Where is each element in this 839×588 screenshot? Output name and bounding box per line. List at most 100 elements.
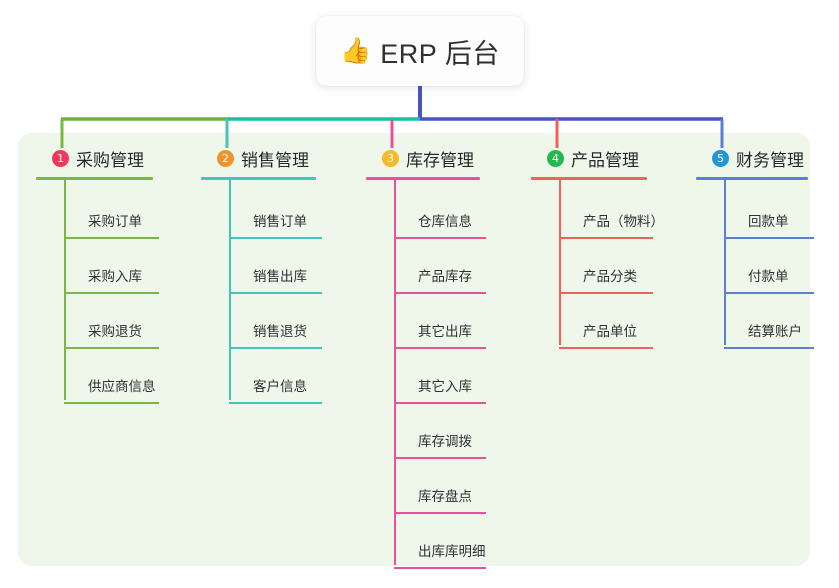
branch-header-3[interactable]: 3 库存管理 (366, 145, 516, 171)
leaf-item[interactable]: 采购退货 (64, 294, 191, 349)
branch-header-4[interactable]: 4 产品管理 (531, 145, 686, 171)
branch-1: 1 采购管理采购订单采购入库采购退货供应商信息 (36, 145, 191, 404)
leaf-underline (64, 402, 159, 404)
leaf-label: 采购入库 (88, 269, 142, 284)
leaf-label: 库存调拨 (418, 434, 472, 449)
leaf-item[interactable]: 出库库明细 (394, 514, 516, 569)
branch-title-5: 财务管理 (736, 150, 804, 170)
leaf-label: 采购订单 (88, 214, 142, 229)
leaf-item[interactable]: 仓库信息 (394, 184, 516, 239)
leaf-label: 客户信息 (253, 379, 307, 394)
diagram-panel (18, 133, 810, 566)
leaf-item[interactable]: 销售订单 (229, 184, 351, 239)
branch-header-2[interactable]: 2 销售管理 (201, 145, 351, 171)
branch-items-1: 采购订单采购入库采购退货供应商信息 (64, 180, 191, 404)
branch-header-1[interactable]: 1 采购管理 (36, 145, 191, 171)
branch-badge-4: 4 (547, 149, 564, 167)
branch-5: 5 财务管理回款单付款单结算账户 (696, 145, 836, 349)
leaf-underline (64, 347, 159, 349)
leaf-item[interactable]: 供应商信息 (64, 349, 191, 404)
branch-spine-3 (394, 180, 396, 565)
leaf-item[interactable]: 销售出库 (229, 239, 351, 294)
leaf-label: 其它出库 (418, 324, 472, 339)
leaf-item[interactable]: 采购入库 (64, 239, 191, 294)
branch-spine-2 (229, 180, 231, 400)
leaf-underline (394, 347, 486, 349)
leaf-label: 产品库存 (418, 269, 472, 284)
branch-spine-4 (559, 180, 561, 345)
leaf-label: 销售出库 (253, 269, 307, 284)
branch-title-4: 产品管理 (571, 150, 639, 170)
leaf-underline (229, 402, 322, 404)
leaf-label: 出库库明细 (418, 544, 486, 559)
leaf-label: 付款单 (748, 269, 789, 284)
leaf-label: 结算账户 (748, 324, 802, 339)
leaf-underline (559, 237, 653, 239)
leaf-underline (229, 237, 322, 239)
leaf-underline (394, 567, 486, 569)
branch-badge-3: 3 (382, 149, 399, 167)
leaf-underline (559, 347, 653, 349)
leaf-label: 其它入库 (418, 379, 472, 394)
leaf-underline (394, 512, 486, 514)
leaf-label: 销售退货 (253, 324, 307, 339)
leaf-label: 产品（物料） (583, 214, 664, 229)
branch-spine-5 (724, 180, 726, 345)
leaf-item[interactable]: 客户信息 (229, 349, 351, 404)
leaf-label: 采购退货 (88, 324, 142, 339)
branch-items-3: 仓库信息产品库存其它出库其它入库库存调拨库存盘点出库库明细 (394, 180, 516, 569)
branch-badge-1: 1 (52, 149, 69, 167)
leaf-item[interactable]: 其它出库 (394, 294, 516, 349)
leaf-underline (724, 347, 814, 349)
branch-underline-5 (696, 177, 808, 180)
leaf-item[interactable]: 库存盘点 (394, 459, 516, 514)
leaf-item[interactable]: 库存调拨 (394, 404, 516, 459)
leaf-label: 供应商信息 (88, 379, 156, 394)
root-node[interactable]: 👍 ERP 后台 (316, 16, 524, 86)
leaf-item[interactable]: 采购订单 (64, 184, 191, 239)
leaf-item[interactable]: 产品分类 (559, 239, 686, 294)
branch-items-4: 产品（物料） 产品分类产品单位 (559, 180, 686, 349)
page-title: ERP 后台 (380, 38, 500, 69)
leaf-item[interactable]: 其它入库 (394, 349, 516, 404)
leaf-underline (394, 292, 486, 294)
thumbs-up-icon: 👍 (340, 36, 372, 65)
leaf-underline (229, 292, 322, 294)
branch-underline-1 (36, 177, 153, 180)
leaf-item[interactable]: 产品（物料） (559, 184, 686, 239)
leaf-underline (394, 457, 486, 459)
leaf-label: 产品分类 (583, 269, 637, 284)
branch-3: 3 库存管理仓库信息产品库存其它出库其它入库库存调拨库存盘点出库库明细 (366, 145, 516, 569)
branch-title-2: 销售管理 (241, 150, 309, 170)
leaf-item[interactable]: 付款单 (724, 239, 836, 294)
leaf-underline (394, 237, 486, 239)
leaf-label: 产品单位 (583, 324, 637, 339)
leaf-item[interactable]: 产品库存 (394, 239, 516, 294)
branch-underline-2 (201, 177, 316, 180)
branch-underline-4 (531, 177, 647, 180)
branch-spine-1 (64, 180, 66, 400)
leaf-item[interactable]: 回款单 (724, 184, 836, 239)
leaf-item[interactable]: 销售退货 (229, 294, 351, 349)
leaf-item[interactable]: 结算账户 (724, 294, 836, 349)
leaf-underline (64, 237, 159, 239)
branch-header-5[interactable]: 5 财务管理 (696, 145, 836, 171)
leaf-underline (229, 347, 322, 349)
leaf-label: 仓库信息 (418, 214, 472, 229)
branch-title-1: 采购管理 (76, 150, 144, 170)
leaf-underline (64, 292, 159, 294)
branch-underline-3 (366, 177, 480, 180)
leaf-label: 销售订单 (253, 214, 307, 229)
branch-items-2: 销售订单销售出库销售退货客户信息 (229, 180, 351, 404)
leaf-item[interactable]: 产品单位 (559, 294, 686, 349)
branch-title-3: 库存管理 (406, 150, 474, 170)
branch-4: 4 产品管理产品（物料） 产品分类产品单位 (531, 145, 686, 349)
branch-badge-2: 2 (217, 149, 234, 167)
leaf-underline (724, 237, 814, 239)
branch-2: 2 销售管理销售订单销售出库销售退货客户信息 (201, 145, 351, 404)
leaf-underline (394, 402, 486, 404)
branch-badge-5: 5 (712, 149, 729, 167)
leaf-label: 库存盘点 (418, 489, 472, 504)
branch-items-5: 回款单付款单结算账户 (724, 180, 836, 349)
